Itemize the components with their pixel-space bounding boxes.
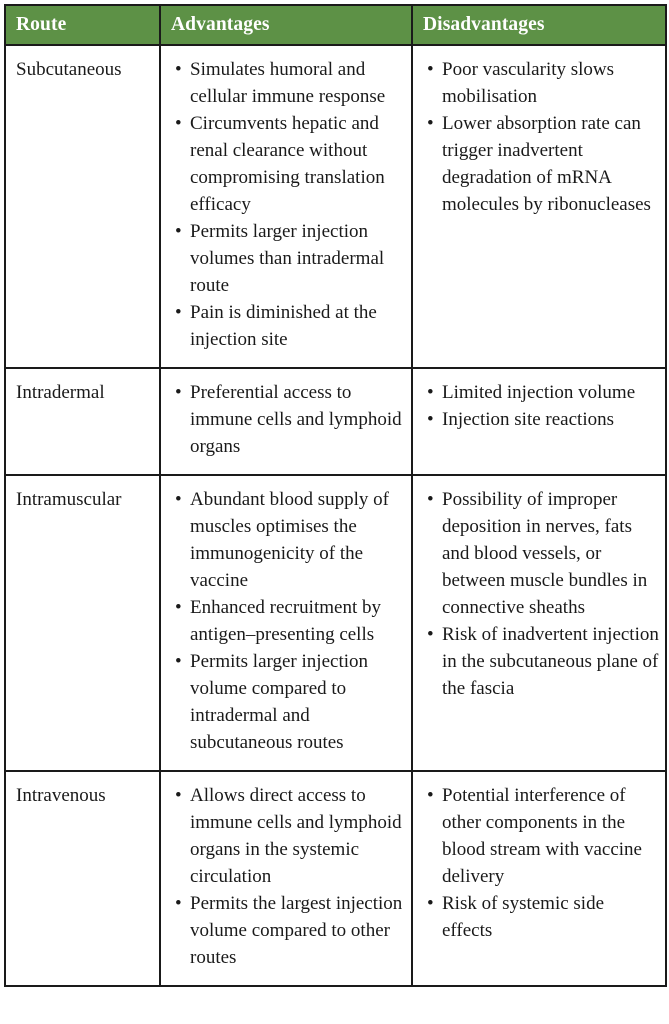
disadvantages-list: Poor vascularity slows mobilisationLower… xyxy=(427,56,659,218)
header-row: Route Advantages Disadvantages xyxy=(5,5,666,46)
advantages-list: Preferential access to immune cells and … xyxy=(175,379,405,460)
list-item: Preferential access to immune cells and … xyxy=(175,379,405,460)
table-row: IntravenousAllows direct access to immun… xyxy=(5,769,666,986)
disadvantages-cell: Possibility of improper deposition in ne… xyxy=(412,473,666,771)
list-item: Permits larger injection volumes than in… xyxy=(175,218,405,299)
disadvantages-cell: Poor vascularity slows mobilisationLower… xyxy=(412,45,666,368)
route-comparison-table: Route Advantages Disadvantages Subcutane… xyxy=(4,4,667,987)
list-item: Potential interference of other componen… xyxy=(427,782,659,890)
advantages-list: Simulates humoral and cellular immune re… xyxy=(175,56,405,353)
route-cell: Intradermal xyxy=(5,366,161,475)
list-item: Enhanced recruitment by antigen–presenti… xyxy=(175,594,405,648)
table-header: Route Advantages Disadvantages xyxy=(5,5,666,46)
list-item: Injection site reactions xyxy=(427,406,659,433)
advantages-cell: Preferential access to immune cells and … xyxy=(160,366,413,475)
advantages-cell: Simulates humoral and cellular immune re… xyxy=(160,44,413,368)
advantages-list: Abundant blood supply of muscles optimis… xyxy=(175,486,405,756)
advantages-cell: Abundant blood supply of muscles optimis… xyxy=(160,473,413,771)
list-item: Limited injection volume xyxy=(427,379,659,406)
list-item: Permits the largest injection volume com… xyxy=(175,890,405,971)
list-item: Risk of inadvertent injection in the sub… xyxy=(427,621,659,702)
table-row: Subcutaneous Simulates humoral and cellul… xyxy=(5,44,666,368)
route-cell: Intravenous xyxy=(5,769,161,986)
list-item: Poor vascularity slows mobilisation xyxy=(427,56,659,110)
route-cell: Subcutaneous xyxy=(5,44,161,368)
list-item: Possibility of improper deposition in ne… xyxy=(427,486,659,621)
disadvantages-list: Limited injection volumeInjection site r… xyxy=(427,379,659,433)
header-advantages: Advantages xyxy=(160,5,413,46)
disadvantages-cell: Limited injection volumeInjection site r… xyxy=(412,366,666,475)
list-item: Circumvents hepatic and renal clearance … xyxy=(175,110,405,218)
list-item: Lower absorption rate can trigger inadve… xyxy=(427,110,659,218)
disadvantages-list: Potential interference of other componen… xyxy=(427,782,659,944)
advantages-list: Allows direct access to immune cells and… xyxy=(175,782,405,971)
route-cell: Intramuscular xyxy=(5,473,161,771)
list-item: Simulates humoral and cellular immune re… xyxy=(175,56,405,110)
list-item: Permits larger injection volume compared… xyxy=(175,648,405,756)
table-body: Subcutaneous Simulates humoral and cellul… xyxy=(5,44,666,986)
header-disadvantages: Disadvantages xyxy=(412,5,666,46)
advantages-cell: Allows direct access to immune cells and… xyxy=(160,769,413,986)
list-item: Allows direct access to immune cells and… xyxy=(175,782,405,890)
table-row: IntramuscularAbundant blood supply of mu… xyxy=(5,473,666,771)
list-item: Pain is diminished at the injection site xyxy=(175,299,405,353)
list-item: Risk of systemic side effects xyxy=(427,890,659,944)
list-item: Abundant blood supply of muscles optimis… xyxy=(175,486,405,594)
table-row: IntradermalPreferential access to immune… xyxy=(5,366,666,475)
disadvantages-cell: Potential interference of other componen… xyxy=(412,769,666,986)
disadvantages-list: Possibility of improper deposition in ne… xyxy=(427,486,659,702)
header-route: Route xyxy=(5,5,161,46)
